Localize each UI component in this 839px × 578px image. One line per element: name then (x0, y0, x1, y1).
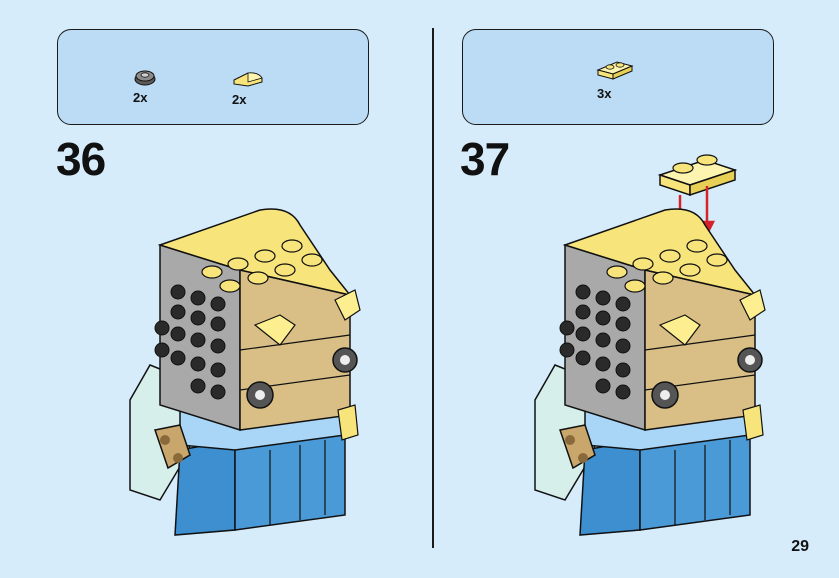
brickheadz-model-step-37 (534, 154, 766, 536)
part-quantity: 3x (597, 86, 612, 101)
round-gray-plate-icon (134, 70, 156, 86)
floating-plate (657, 154, 738, 197)
part-quantity: 2x (232, 92, 247, 107)
brickheadz-model-step-36 (129, 208, 361, 536)
yellow-1x2-plate-icon (596, 61, 634, 80)
step-number-37: 37 (460, 133, 510, 185)
page-number: 29 (791, 538, 809, 555)
parts-box-step-36: 2x 2x (57, 29, 369, 125)
part-quantity: 2x (133, 90, 148, 105)
yellow-curved-slope-icon (233, 72, 263, 87)
step-divider (432, 28, 434, 548)
parts-box-step-37: 3x (462, 29, 774, 125)
step-number-36: 36 (56, 133, 106, 185)
